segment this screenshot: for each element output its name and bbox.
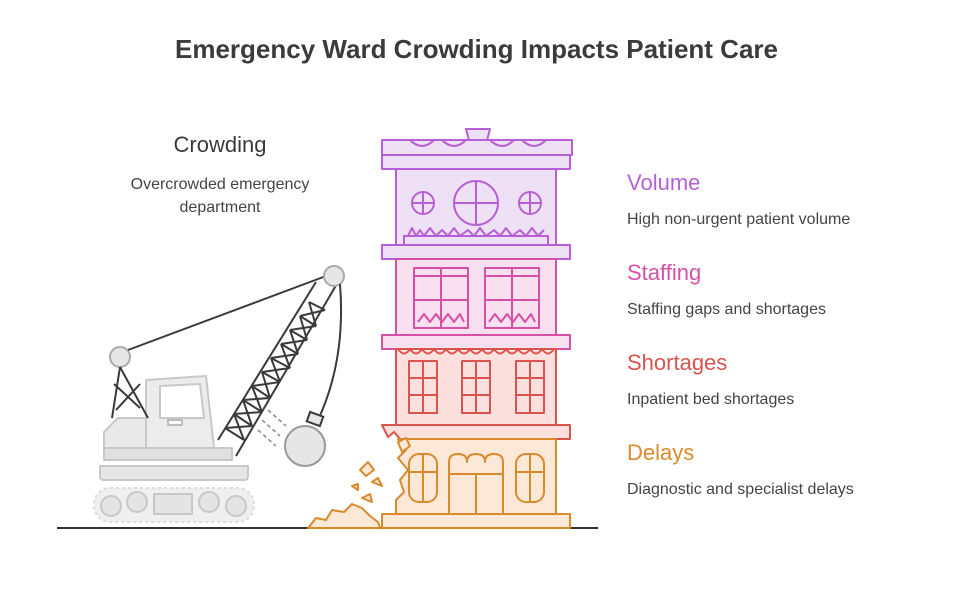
staffing-label: Staffing (627, 260, 702, 285)
page-title: Emergency Ward Crowding Impacts Patient … (175, 34, 778, 64)
shortages-label: Shortages (627, 350, 728, 375)
shortages-description: Inpatient bed shortages (627, 391, 795, 408)
debris-icon (307, 437, 411, 529)
building-icon (381, 128, 573, 529)
crowding-title: Crowding (173, 132, 267, 157)
volume-description: High non-urgent patient volume (627, 211, 851, 228)
volume-label: Volume (627, 170, 701, 195)
delays-label: Delays (627, 440, 695, 465)
crowding-description: Overcrowded emergency department (130, 176, 310, 216)
crane-icon (93, 265, 345, 523)
wrecking-ball-icon (257, 283, 343, 467)
delays-description: Diagnostic and specialist delays (627, 481, 854, 498)
staffing-description: Staffing gaps and shortages (627, 301, 826, 318)
